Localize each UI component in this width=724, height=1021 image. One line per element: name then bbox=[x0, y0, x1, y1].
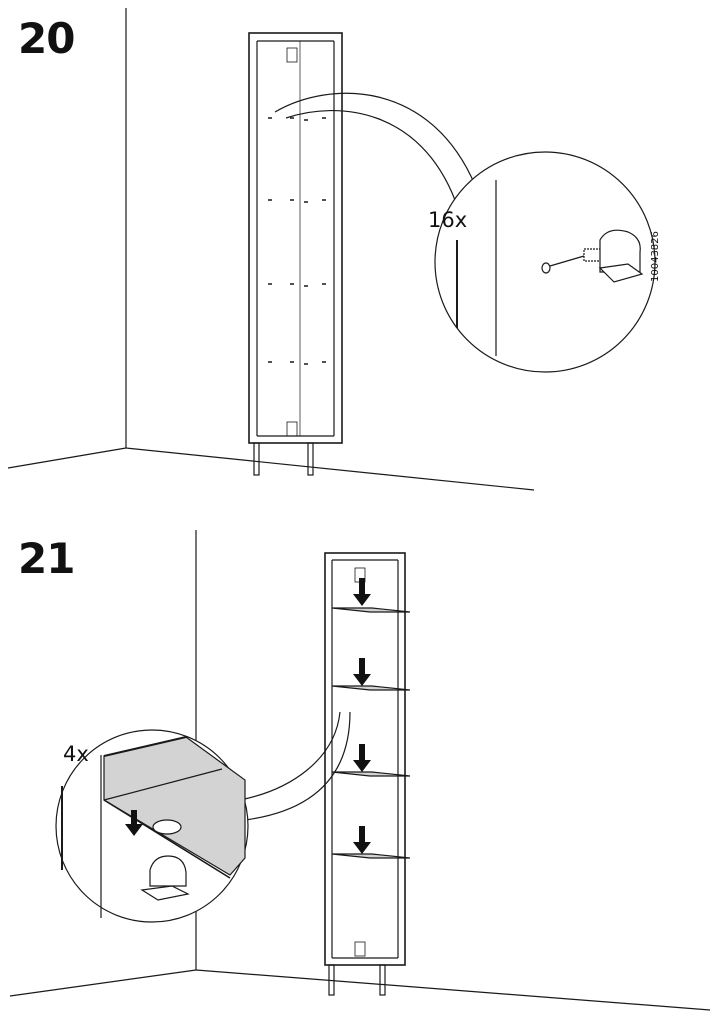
step-21-shelves bbox=[331, 607, 411, 859]
step-21-cabinet bbox=[324, 552, 406, 996]
step-21-arrows bbox=[353, 578, 371, 854]
quantity-label-16x: 16x bbox=[428, 208, 468, 232]
step-20-room bbox=[7, 8, 535, 491]
step-number-20: 20 bbox=[18, 14, 75, 63]
step-number-21: 21 bbox=[18, 534, 75, 583]
quantity-label-4x: 4x bbox=[63, 742, 89, 766]
step-21-callout-pointer bbox=[239, 711, 351, 821]
part-code: 10043826 bbox=[650, 231, 661, 282]
step-20-detail-circle bbox=[434, 151, 656, 373]
step-20-cabinet bbox=[248, 32, 343, 476]
step-21-detail-circle bbox=[55, 729, 249, 923]
step-20-callout-pointer bbox=[274, 92, 476, 201]
